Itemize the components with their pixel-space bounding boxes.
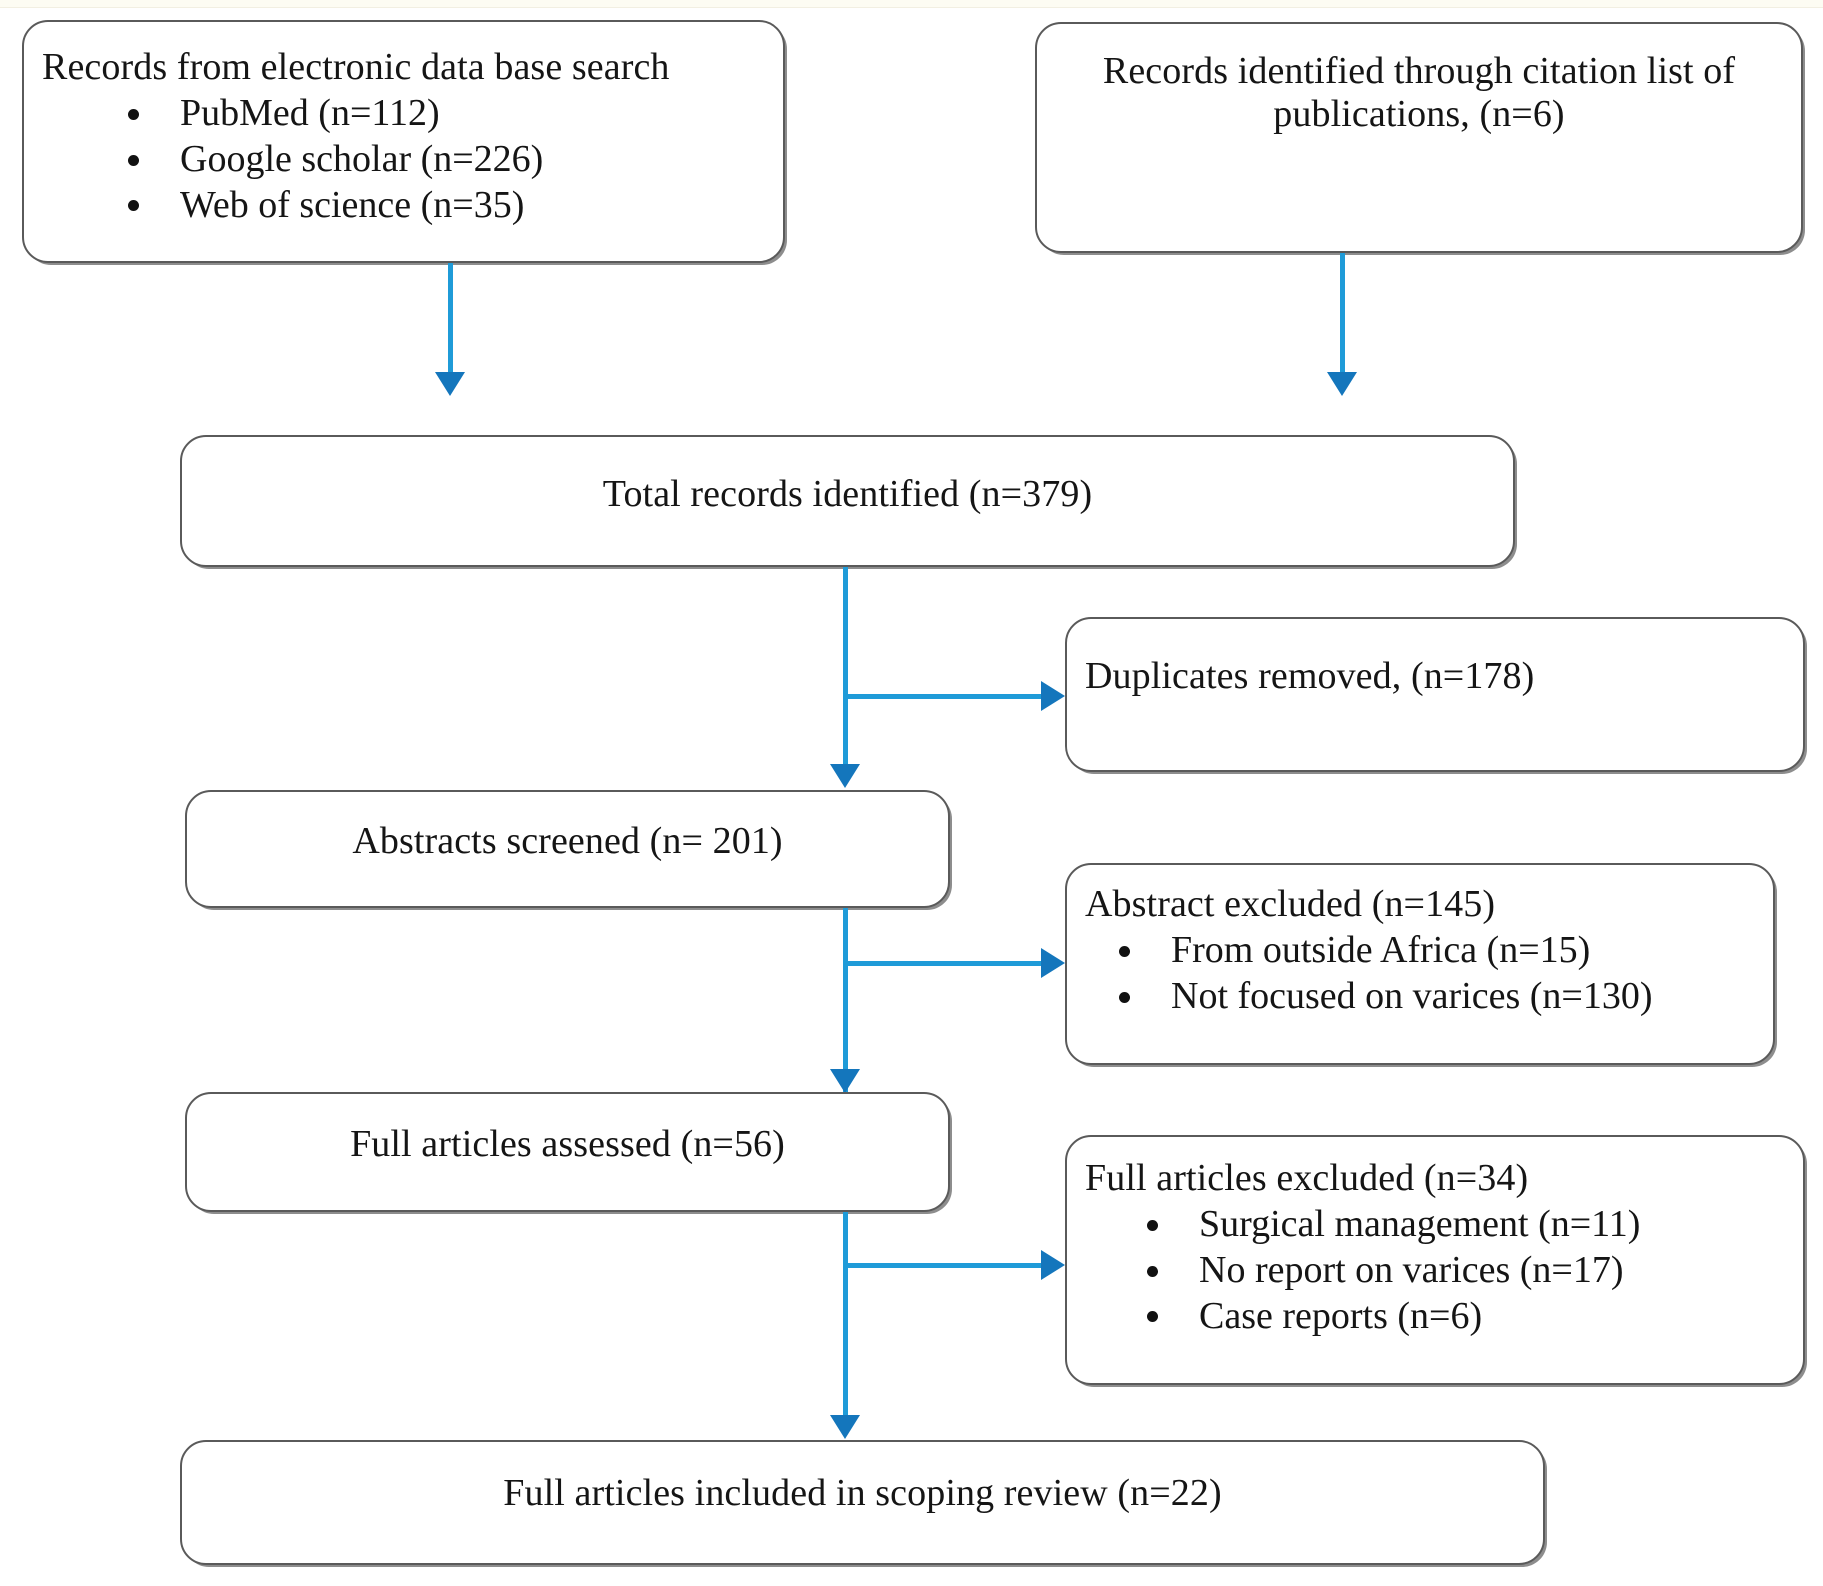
node-citation-search: Records identified through citation list… — [1035, 22, 1803, 253]
arrow-full-assessed-to-excluded-icon — [1041, 1250, 1065, 1280]
connector-database-to-total — [448, 263, 453, 375]
list-item: Google scholar (n=226) — [128, 137, 765, 183]
citation-search-heading: Records identified through citation list… — [1102, 50, 1736, 136]
total-records-heading: Total records identified (n=379) — [602, 473, 1093, 515]
list-item: Surgical management (n=11) — [1147, 1202, 1785, 1248]
abstract-excluded-heading: Abstract excluded (n=145) — [1085, 883, 1496, 925]
list-item: PubMed (n=112) — [128, 91, 765, 137]
abstract-excluded-bullet-list: From outside Africa (n=15) Not focused o… — [1085, 928, 1755, 1019]
page-top-band — [0, 0, 1823, 8]
node-abstract-excluded: Abstract excluded (n=145) From outside A… — [1065, 863, 1775, 1065]
arrow-full-assessed-to-included-icon — [830, 1415, 860, 1439]
bullet-label: PubMed (n=112) — [180, 92, 440, 135]
bullet-label: No report on varices (n=17) — [1199, 1248, 1624, 1291]
bullet-label: From outside Africa (n=15) — [1171, 929, 1591, 972]
arrow-citation-to-total-icon — [1327, 372, 1357, 396]
arrow-database-to-total-icon — [435, 372, 465, 396]
database-search-bullet-list: PubMed (n=112) Google scholar (n=226) We… — [42, 91, 765, 228]
list-item: From outside Africa (n=15) — [1119, 928, 1755, 974]
arrow-total-to-abstracts-icon — [830, 764, 860, 788]
full-articles-included-heading: Full articles included in scoping review… — [503, 1472, 1222, 1514]
node-full-articles-included: Full articles included in scoping review… — [180, 1440, 1545, 1565]
connector-full-assessed-to-excluded — [843, 1263, 1043, 1268]
arrow-abstracts-to-full-assessed-icon — [830, 1069, 860, 1093]
bullet-dot-icon — [1147, 1311, 1158, 1323]
list-item: Web of science (n=35) — [128, 183, 765, 229]
bullet-label: Case reports (n=6) — [1199, 1294, 1483, 1337]
full-articles-excluded-heading: Full articles excluded (n=34) — [1085, 1157, 1529, 1199]
duplicates-removed-heading: Duplicates removed, (n=178) — [1085, 655, 1535, 697]
bullet-dot-icon — [1119, 946, 1130, 958]
arrow-total-to-duplicates-icon — [1041, 681, 1065, 711]
node-duplicates-removed: Duplicates removed, (n=178) — [1065, 617, 1805, 772]
bullet-label: Web of science (n=35) — [180, 183, 525, 226]
bullet-dot-icon — [1147, 1265, 1158, 1277]
bullet-dot-icon — [128, 200, 139, 212]
bullet-label: Surgical management (n=11) — [1199, 1203, 1641, 1246]
node-database-search: Records from electronic data base search… — [22, 20, 785, 263]
list-item: Case reports (n=6) — [1147, 1294, 1785, 1340]
node-full-articles-assessed: Full articles assessed (n=56) — [185, 1092, 950, 1212]
database-search-heading: Records from electronic data base search — [42, 46, 670, 88]
connector-total-to-abstracts — [843, 567, 848, 767]
full-articles-excluded-bullet-list: Surgical management (n=11) No report on … — [1085, 1202, 1785, 1339]
abstracts-screened-heading: Abstracts screened (n= 201) — [352, 820, 783, 862]
arrow-abstracts-to-excluded-icon — [1041, 948, 1065, 978]
list-item: No report on varices (n=17) — [1147, 1248, 1785, 1294]
node-total-records: Total records identified (n=379) — [180, 435, 1515, 567]
node-abstracts-screened: Abstracts screened (n= 201) — [185, 790, 950, 908]
list-item: Not focused on varices (n=130) — [1119, 974, 1755, 1020]
connector-abstracts-to-full-assessed — [843, 908, 848, 1096]
connector-citation-to-total — [1340, 253, 1345, 375]
bullet-dot-icon — [128, 154, 139, 166]
bullet-label: Not focused on varices (n=130) — [1171, 974, 1653, 1017]
connector-total-to-duplicates — [843, 694, 1043, 699]
full-articles-assessed-heading: Full articles assessed (n=56) — [350, 1123, 785, 1165]
bullet-dot-icon — [1147, 1220, 1158, 1232]
bullet-dot-icon — [1119, 991, 1130, 1003]
node-full-articles-excluded: Full articles excluded (n=34) Surgical m… — [1065, 1135, 1805, 1385]
bullet-dot-icon — [128, 109, 139, 121]
bullet-label: Google scholar (n=226) — [180, 137, 544, 180]
connector-abstracts-to-excluded — [843, 961, 1043, 966]
connector-full-assessed-to-included — [843, 1212, 848, 1420]
